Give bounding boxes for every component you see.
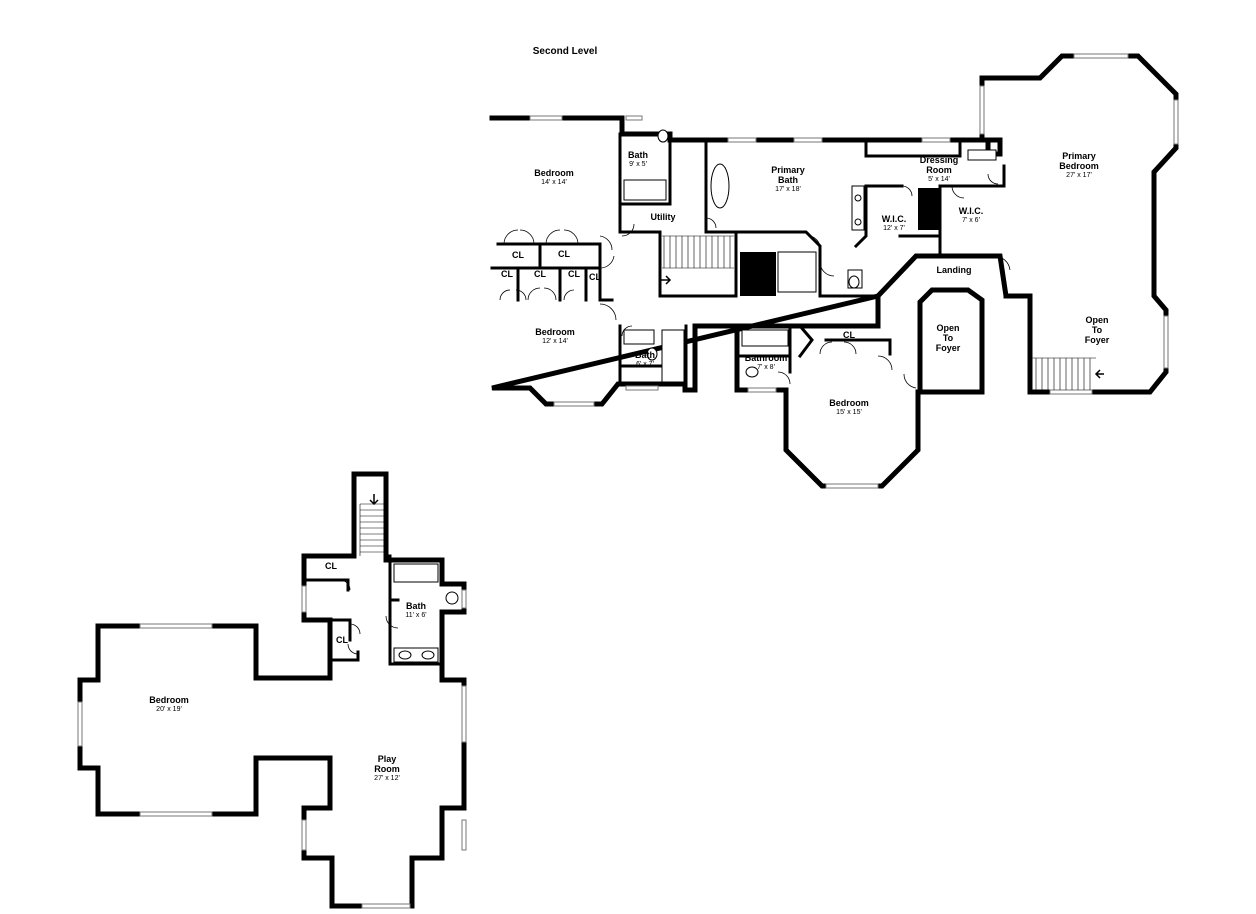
level-title: Second Level xyxy=(533,46,598,57)
lower-outer-wall xyxy=(77,471,467,909)
room-size: 9' x 5' xyxy=(629,161,647,168)
closet-label: CL xyxy=(325,561,337,571)
closet-label: CL xyxy=(501,269,513,279)
upper-south-wing-wall xyxy=(734,287,985,489)
room-name: Bedroom xyxy=(535,327,575,337)
lower-doors xyxy=(339,579,399,655)
room-name: Bath xyxy=(635,350,655,360)
room-size: 27' x 17' xyxy=(1066,172,1092,179)
room-name: Landing xyxy=(937,265,972,275)
room-size: 17' x 18' xyxy=(775,186,801,193)
room-size: 15' x 15' xyxy=(836,409,862,416)
room-size: 7' x 6' xyxy=(962,217,980,224)
room-name: Primary xyxy=(1062,151,1096,161)
room-name: Bedroom xyxy=(829,398,869,408)
room-size: 20' x 19' xyxy=(156,706,182,713)
room-name: Open xyxy=(1085,315,1108,325)
lower-stairs xyxy=(359,494,385,556)
upper-plan: Bedroom 14' x 14' Bath 9' x 5' Utility C… xyxy=(489,53,1179,489)
upper-stairs xyxy=(660,235,1104,390)
lower-interior-walls xyxy=(302,472,444,666)
upper-fixtures xyxy=(623,129,997,383)
room-size: 11' x 6' xyxy=(405,612,426,619)
room-size: 27' x 12' xyxy=(374,775,400,782)
room-name: Dressing xyxy=(920,155,959,165)
upper-east-wall xyxy=(874,253,1033,300)
room-name: Foyer xyxy=(936,343,961,353)
closet-label: CL xyxy=(568,269,580,279)
room-name: Open xyxy=(936,323,959,333)
closet-label: CL xyxy=(558,249,570,259)
room-name: To xyxy=(1092,325,1103,335)
upper-windows xyxy=(529,53,1179,489)
room-name: W.I.C. xyxy=(959,206,984,216)
closet-label: CL xyxy=(843,330,855,340)
closet-label: CL xyxy=(336,635,348,645)
lower-plan: CL CL Bath 11' x 6' Bedroom 20' x 19' Pl… xyxy=(77,471,467,909)
room-size: 12' x 14' xyxy=(542,338,568,345)
room-name: Foyer xyxy=(1085,335,1110,345)
room-name: Bath xyxy=(628,150,648,160)
room-size: 14' x 14' xyxy=(541,179,567,186)
room-size: 7' x 8' xyxy=(757,364,775,371)
upper-outer-wall xyxy=(489,53,1179,407)
room-name: W.I.C. xyxy=(882,214,907,224)
closet-label: CL xyxy=(589,272,601,282)
room-name: Utility xyxy=(650,212,675,222)
closet-label: CL xyxy=(512,250,524,260)
room-name: Bedroom xyxy=(1059,161,1099,171)
chase-block xyxy=(740,252,776,296)
room-name: Room xyxy=(374,764,400,774)
room-name: Bedroom xyxy=(534,168,574,178)
room-size: 5' x 14' xyxy=(928,176,950,183)
room-name: Primary xyxy=(771,165,805,175)
room-name: Play xyxy=(378,754,397,764)
room-size: 12' x 7' xyxy=(883,225,905,232)
room-name: To xyxy=(943,333,954,343)
room-name: Bathroom xyxy=(745,353,788,363)
room-name: Room xyxy=(926,165,952,175)
room-size: 6' x 7' xyxy=(636,361,654,368)
lower-fixtures xyxy=(393,563,459,663)
chase-block xyxy=(918,188,940,230)
closet-label: CL xyxy=(534,269,546,279)
room-name: Bath xyxy=(778,175,798,185)
upper-interior-walls xyxy=(490,132,1006,386)
lower-windows xyxy=(77,585,467,909)
upper-doors xyxy=(499,173,1011,389)
room-name: Bath xyxy=(406,601,426,611)
room-name: Bedroom xyxy=(149,695,189,705)
